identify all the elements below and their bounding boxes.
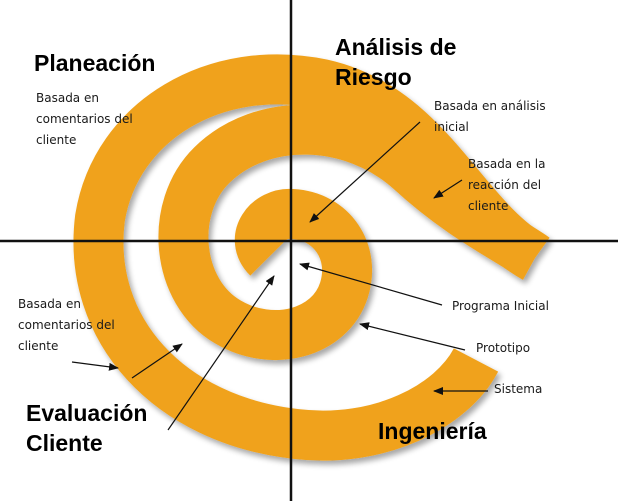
planning-note-line: comentarios del: [36, 112, 133, 126]
evaluation-note: Basada en comentarios del cliente: [18, 294, 115, 357]
risk-title-line2: Riesgo: [335, 64, 412, 90]
risk-analysis-title: Análisis de Riesgo: [335, 32, 456, 92]
planning-note: Basada en comentarios del cliente: [36, 88, 133, 151]
initial-program-label: Programa Inicial: [452, 299, 549, 313]
evaluation-note-line: cliente: [18, 339, 59, 353]
arrow-prototype: [359, 322, 466, 351]
spiral-band-outer-path: [73, 54, 548, 461]
evaluation-title-line2: Cliente: [26, 430, 103, 456]
arrow-evaluation-middle: [131, 343, 183, 379]
planning-note-line: cliente: [36, 133, 77, 147]
client-reaction-note-line: Basada en la: [468, 157, 546, 171]
evaluation-note-line: comentarios del: [18, 318, 115, 332]
risk-analysis-note: Basada en análisis inicial: [434, 96, 546, 138]
client-reaction-note-line: reacción del: [468, 178, 542, 192]
planning-title: Planeación: [34, 50, 156, 76]
arrow-evaluation-feedback: [71, 361, 119, 371]
prototype-label: Prototipo: [476, 341, 531, 355]
risk-analysis-note-line: inicial: [434, 120, 469, 134]
evaluation-note-line: Basada en: [18, 297, 81, 311]
evaluation-title-line1: Evaluación: [26, 400, 148, 426]
arrow-evaluation-center: [167, 275, 275, 431]
arrow-risk-analysis: [309, 121, 421, 223]
client-reaction-note: Basada en la reacción del cliente: [468, 154, 545, 217]
arrow-client-reaction: [433, 179, 463, 199]
arrow-initial-program: [299, 262, 443, 306]
client-reaction-note-line: cliente: [468, 199, 509, 213]
evaluation-title: Evaluación Cliente: [26, 398, 147, 458]
engineering-title: Ingeniería: [378, 418, 487, 444]
risk-analysis-note-line: Basada en análisis: [434, 99, 546, 113]
planning-note-line: Basada en: [36, 91, 99, 105]
system-label: Sistema: [494, 382, 543, 396]
risk-title-line1: Análisis de: [335, 34, 457, 60]
